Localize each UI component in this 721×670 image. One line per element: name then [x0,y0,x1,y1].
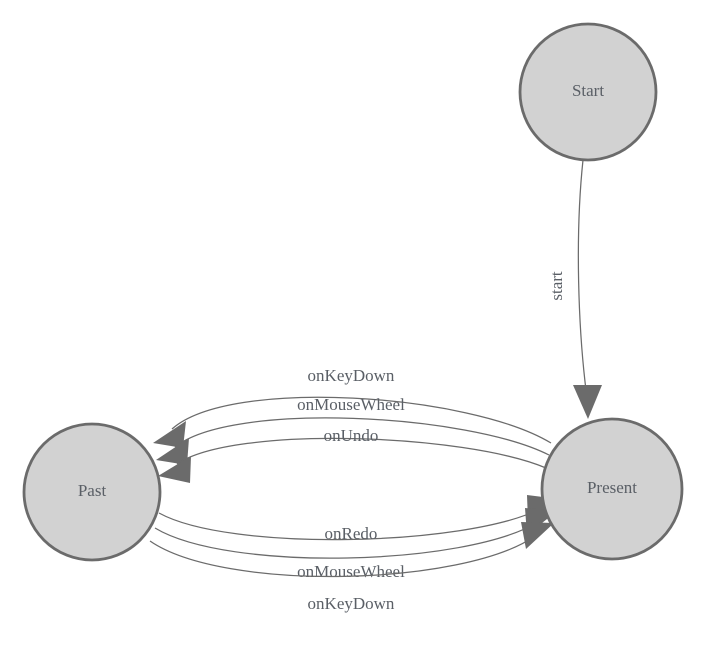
node-past[interactable]: Past [22,422,162,562]
edge-present-to-past-onkeydown-path [171,396,552,444]
edge-present-to-past-onundo-path [176,437,547,469]
edge-start-to-present[interactable]: start [547,159,602,419]
edge-start-to-present-arrowhead [573,385,602,419]
edge-past-to-present-onredo-path [158,508,541,541]
node-present-label: Present [587,478,637,497]
edge-past-to-present-onkeydown-arrowhead [521,522,554,549]
node-start[interactable]: Start [518,22,658,162]
edge-label-present-past-onundo: onUndo [324,426,379,445]
edge-past-to-present-onkeydown[interactable]: onKeyDown [149,522,554,613]
node-present[interactable]: Present [540,417,684,561]
node-past-circle [22,422,162,562]
edge-label-start: start [547,271,566,301]
edge-present-to-past-onundo-arrowhead [158,456,191,483]
edge-present-to-past-onmousewheel-arrowhead [156,438,189,465]
edge-label-present-past-onkeydown: onKeyDown [308,366,395,385]
edge-present-to-past-onmousewheel[interactable]: onMouseWheel [156,395,550,465]
edge-present-to-past-onundo[interactable]: onUndo [158,426,547,483]
node-start-circle [518,22,658,162]
edge-present-to-past-onkeydown[interactable]: onKeyDown [153,366,552,448]
edge-start-to-present-path [577,159,588,399]
edge-past-to-present-onredo[interactable]: onRedo [158,495,559,543]
edge-past-to-present-onkeydown-path [149,535,536,578]
edge-past-to-present-onmousewheel[interactable]: onMouseWheel [154,508,557,581]
edge-label-past-present-onmousewheel: onMouseWheel [297,562,405,581]
node-start-label: Start [572,81,604,100]
edge-label-past-present-onkeydown: onKeyDown [308,594,395,613]
edge-label-past-present-onredo: onRedo [325,524,378,543]
edge-label-present-past-onmousewheel: onMouseWheel [297,395,405,414]
edge-present-to-past-onmousewheel-path [174,417,550,456]
edge-present-to-past-onkeydown-arrowhead [153,421,186,448]
node-present-circle [540,417,684,561]
edge-past-to-present-onmousewheel-path [154,521,539,559]
node-past-label: Past [78,481,107,500]
